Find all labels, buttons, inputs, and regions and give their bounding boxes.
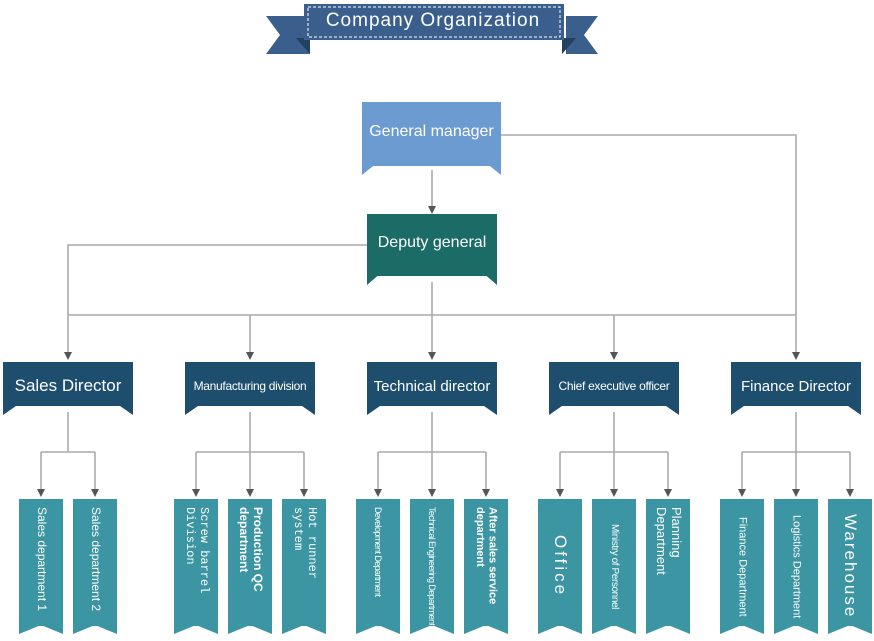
dept-hot-runner: Hot runner system (282, 499, 326, 626)
sales-director-box: Sales Director (3, 362, 133, 406)
dept-ministry-of-personnel: Ministry of Personnel (592, 499, 636, 626)
dept-development-label: Development Department (373, 507, 384, 597)
dept-production-qc-label: Production QC department (237, 507, 265, 592)
dept-technical-engineering: Technical Engineering Department (410, 499, 454, 626)
dept-after-sales: After sales service department (464, 499, 508, 626)
diagram-title: Company Organization (325, 10, 541, 31)
finance-director-box: Finance Director (731, 362, 861, 406)
manufacturing-division-box: Manufacturing division (185, 362, 315, 406)
dept-planning: Planning Department (646, 499, 690, 626)
dept-office: Office (538, 499, 582, 626)
dept-screw-barrel: Screw barrel Division (174, 499, 218, 626)
title-ribbon (266, 4, 598, 54)
dept-office-label: Office (550, 535, 570, 598)
dept-logistics: Logistics Department (774, 499, 818, 626)
deputy-general-box: Deputy general (367, 214, 497, 276)
dept-development: Development Department (356, 499, 400, 626)
dept-finance-label: Finance Department (736, 516, 749, 617)
general-manager-label: General manager (369, 123, 494, 140)
dept-ministry-of-personnel-label: Ministry of Personnel (608, 524, 620, 609)
deputy-general-label: Deputy general (377, 234, 487, 251)
dept-finance: Finance Department (720, 499, 764, 626)
dept-planning-label: Planning Department (654, 507, 684, 575)
dept-warehouse: Warehouse (828, 499, 872, 626)
dept-hot-runner-label: Hot runner system (291, 507, 319, 580)
dept-after-sales-label: After sales service department (474, 507, 499, 605)
dept-sales-2-label: Sales department 2 (88, 507, 103, 612)
dept-technical-engineering-label: Technical Engineering Department (427, 507, 438, 626)
sales-director-label: Sales Director (14, 376, 122, 395)
technical-director-label: Technical director (373, 377, 491, 395)
dept-sales-2: Sales department 2 (73, 499, 117, 626)
general-manager-box: General manager (362, 102, 501, 166)
technical-director-box: Technical director (367, 362, 497, 406)
dept-warehouse-label: Warehouse (840, 514, 860, 619)
dept-screw-barrel-label: Screw barrel Division (183, 507, 211, 594)
chief-executive-officer-label: Chief executive officer (558, 379, 670, 393)
chief-executive-officer-box: Chief executive officer (549, 362, 679, 406)
dept-sales-1-label: Sales department 1 (34, 507, 49, 612)
dept-production-qc: Production QC department (228, 499, 272, 626)
finance-director-label: Finance Director (740, 377, 852, 395)
dept-sales-1: Sales department 1 (19, 499, 63, 626)
manufacturing-division-label: Manufacturing division (193, 379, 307, 393)
dept-logistics-label: Logistics Department (790, 514, 803, 619)
